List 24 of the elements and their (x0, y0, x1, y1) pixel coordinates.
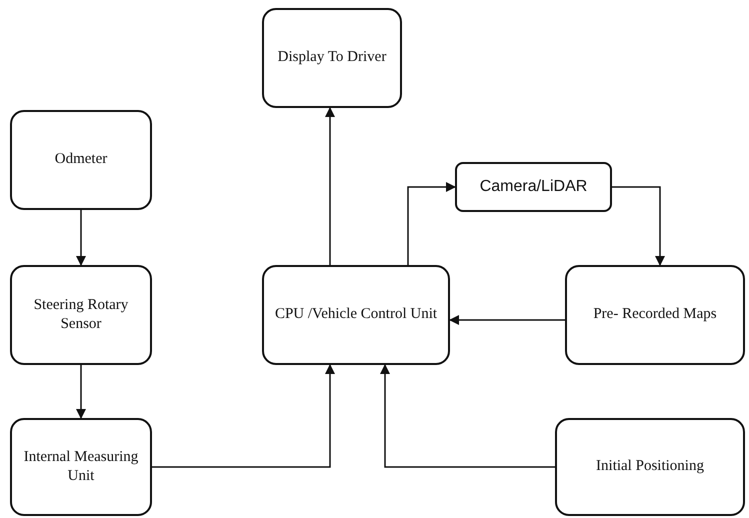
node-label: Steering Rotary Sensor (32, 296, 130, 334)
arrow (612, 186, 665, 266)
arrow (380, 364, 555, 468)
process-box (262, 8, 402, 108)
process-box (455, 162, 612, 212)
arrow (152, 364, 335, 468)
process-box (10, 265, 152, 365)
arrow (407, 182, 456, 265)
process-box (555, 418, 745, 516)
node-label: Camera/LiDAR (480, 176, 588, 197)
arrow (76, 365, 86, 419)
node-label: Internal Measuring Unit (22, 448, 140, 486)
node-label: Display To Driver (278, 48, 386, 68)
node-label: Pre- Recorded Maps (593, 305, 717, 324)
node-label: Initial Positioning (596, 457, 704, 476)
process-box (10, 418, 152, 516)
process-box (565, 265, 745, 365)
arrow (449, 315, 565, 325)
node-label: Odmeter (54, 150, 108, 170)
process-box (10, 110, 152, 210)
process-box (262, 265, 450, 365)
node-label: CPU /Vehicle Control Unit (274, 305, 438, 324)
arrow (325, 107, 335, 265)
arrow (76, 210, 86, 266)
